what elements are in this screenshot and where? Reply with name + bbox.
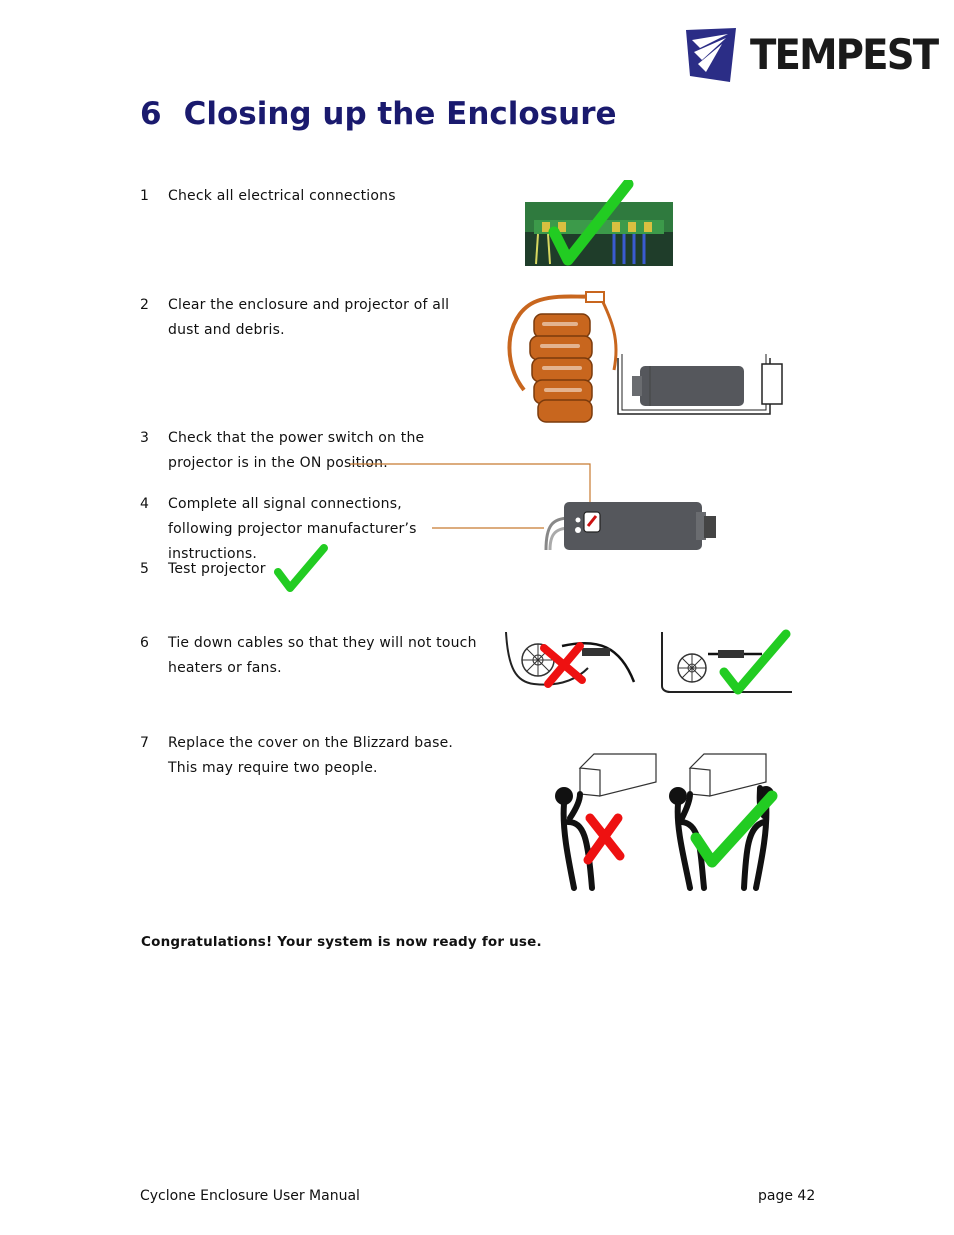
section-title-text: Closing up the Enclosure: [183, 96, 617, 132]
step-text: Check all electrical connections: [168, 188, 396, 204]
brand-name: TEMPEST: [750, 30, 939, 79]
step-number: 7: [140, 735, 149, 751]
cross-icon: [583, 813, 625, 865]
step-text: Test projector: [168, 561, 266, 577]
step-text: Complete all signal connections, followi…: [168, 496, 417, 562]
step-text: Clear the enclosure and projector of all…: [168, 297, 450, 338]
tempest-logo-icon: [686, 28, 736, 82]
step-number: 5: [140, 561, 149, 577]
check-icon: [548, 180, 634, 266]
step-text: Check that the power switch on the proje…: [168, 430, 425, 471]
step-number: 1: [140, 188, 149, 204]
check-icon: [719, 629, 791, 695]
step-number: 6: [140, 635, 149, 651]
callout-lines: [350, 463, 591, 529]
step-text: Replace the cover on the Blizzard base. …: [168, 735, 454, 776]
projector-image: [544, 502, 716, 551]
check-icon: [690, 790, 778, 868]
cross-icon: [540, 642, 586, 688]
lifting-cover-image: [555, 753, 778, 891]
congratulations-note: Congratulations! Your system is now read…: [141, 934, 542, 950]
vacuum-cleaner-image: [507, 291, 783, 423]
section-title: 6 Closing up the Enclosure: [140, 96, 617, 132]
step-number: 3: [140, 430, 149, 446]
footer-page-number: page 42: [758, 1188, 816, 1204]
circuit-board-image: [525, 180, 673, 266]
section-number: 6: [140, 96, 162, 132]
step-number: 2: [140, 297, 149, 313]
step-text: Tie down cables so that they will not to…: [168, 635, 477, 676]
cable-routing-image: [505, 629, 792, 695]
check-icon: [274, 544, 328, 592]
step-number: 4: [140, 496, 149, 512]
footer-manual-title: Cyclone Enclosure User Manual: [140, 1188, 360, 1204]
